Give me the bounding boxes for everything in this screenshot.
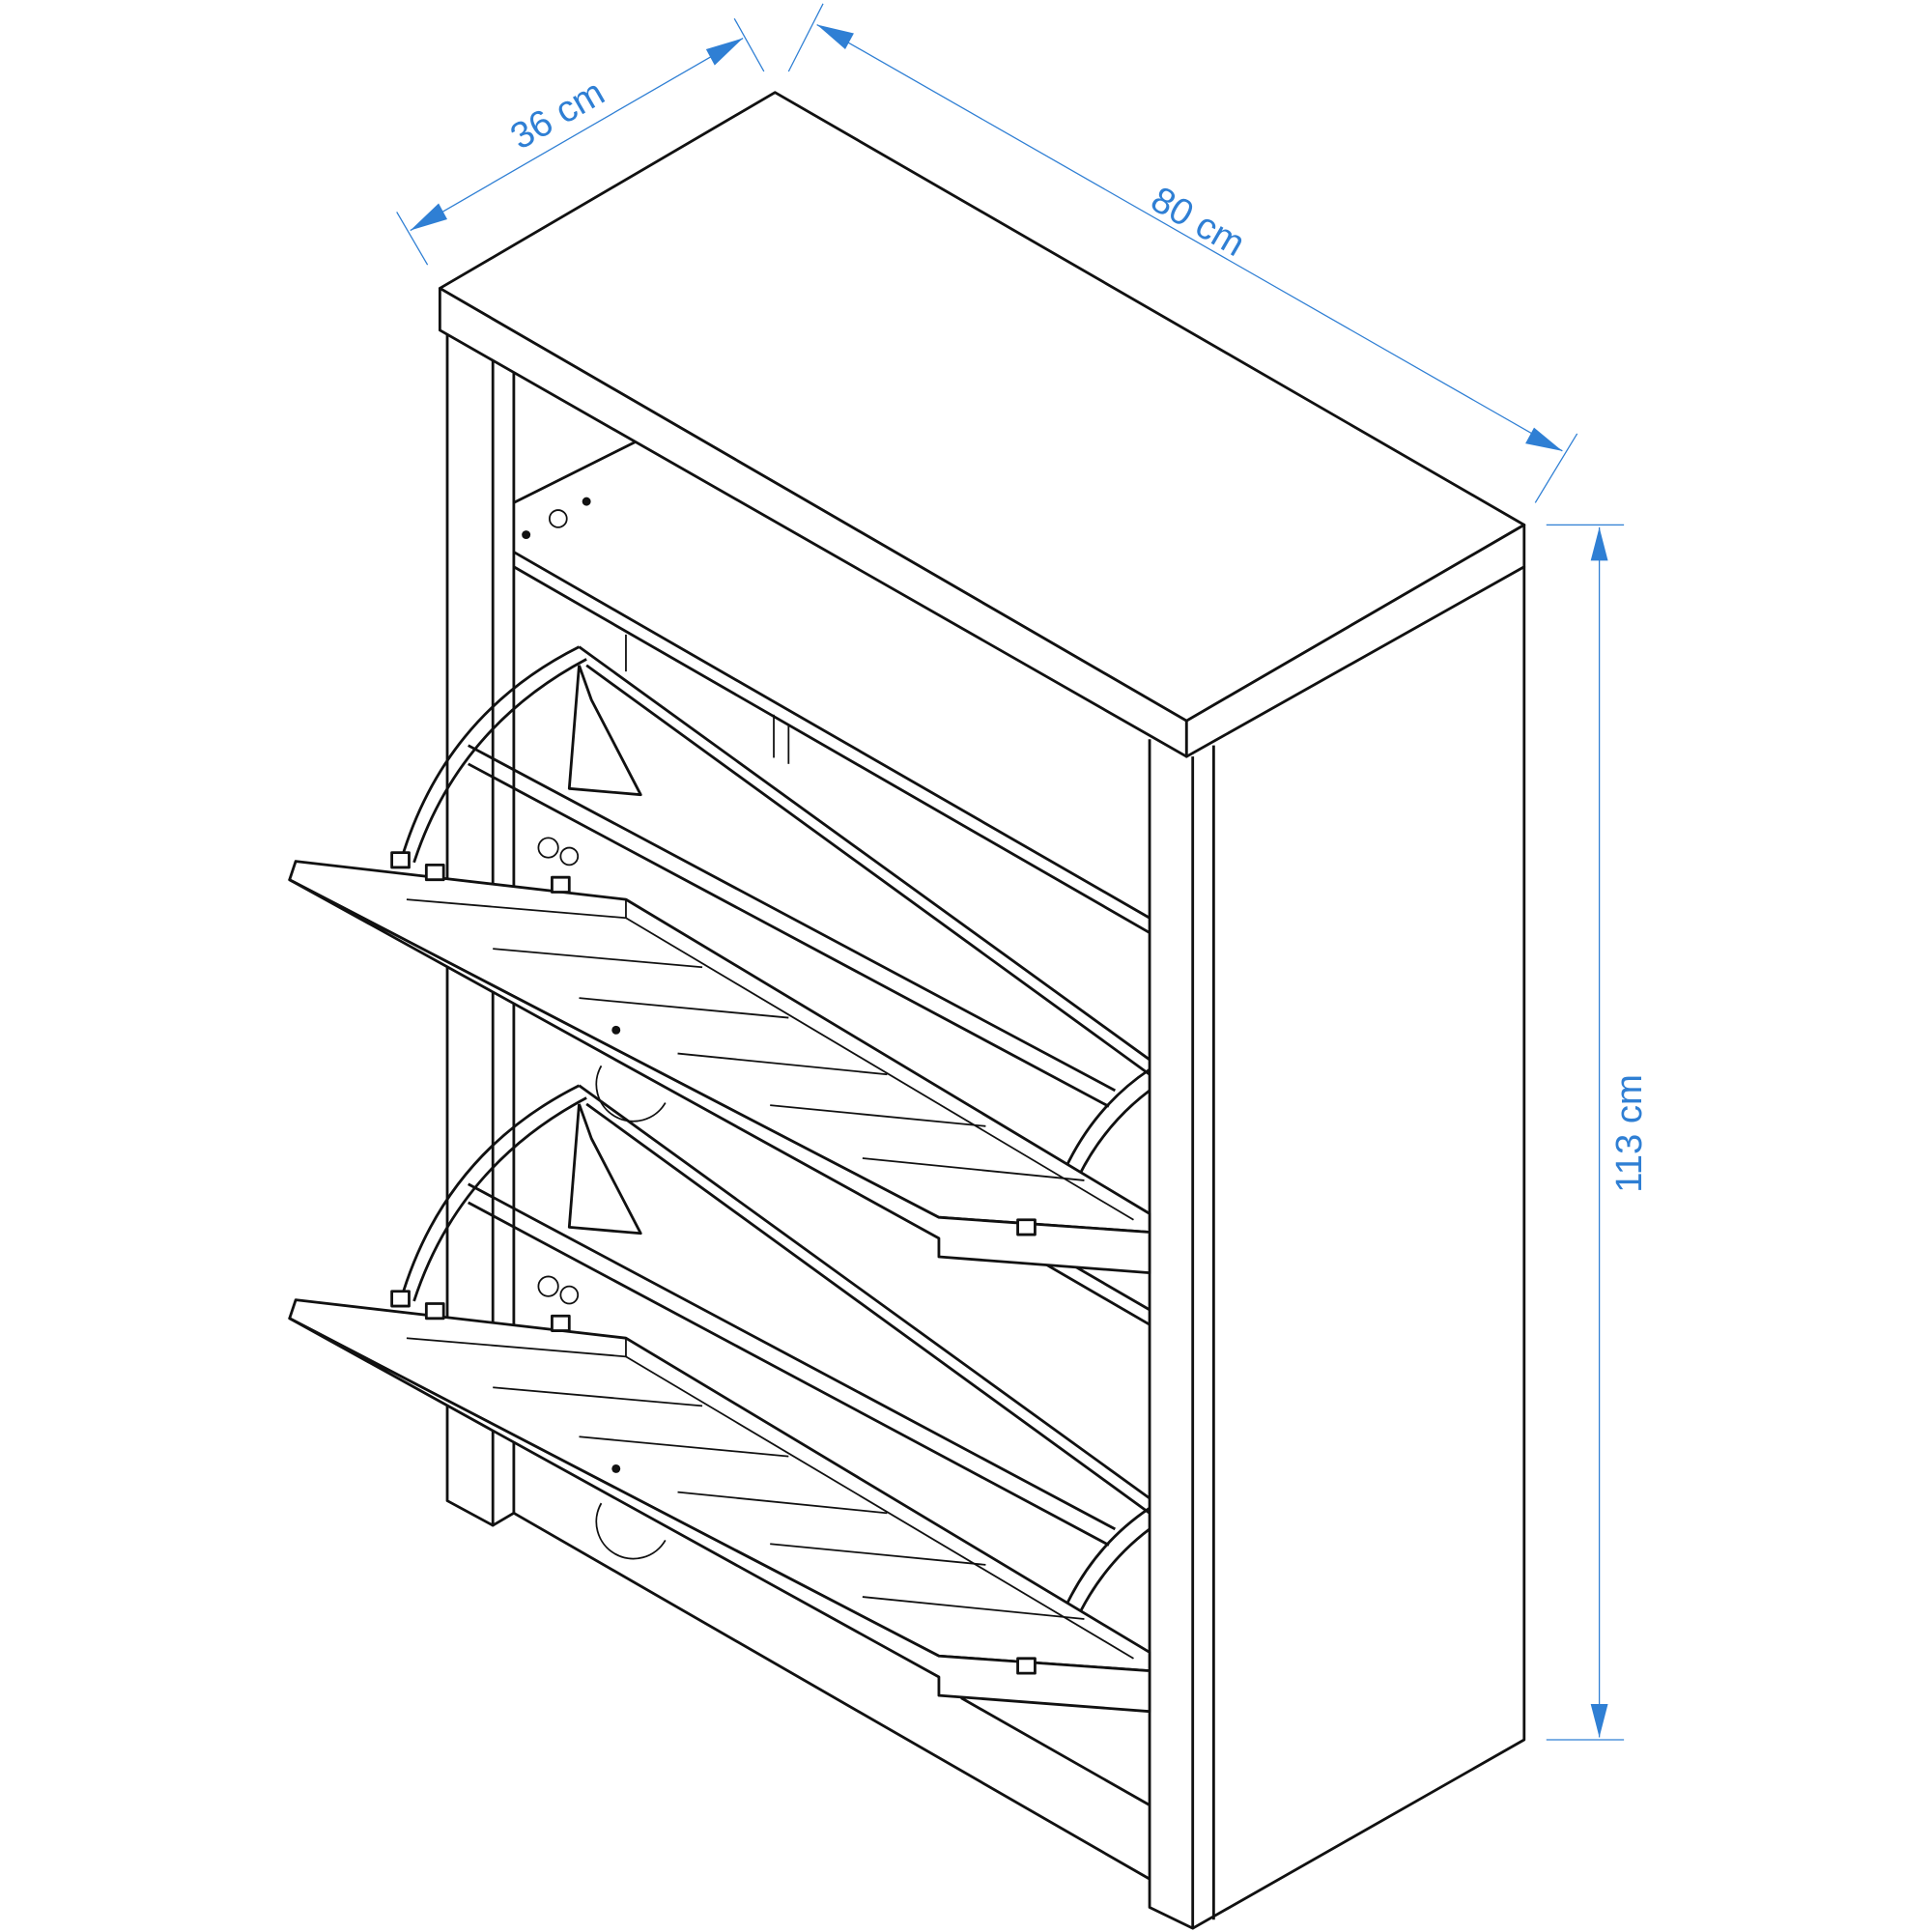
height-dimension: 113 cm	[1546, 524, 1650, 1741]
arrow-icon	[410, 203, 448, 231]
top-slab	[438, 91, 1526, 758]
height-label: 113 cm	[1608, 1074, 1650, 1193]
arrow-icon	[1590, 1704, 1608, 1738]
width-label: 80 cm	[1144, 179, 1252, 265]
arrow-icon	[1525, 427, 1563, 451]
arrow-icon	[705, 38, 744, 66]
arrow-icon	[1590, 526, 1608, 561]
right-side-panel	[1148, 566, 1526, 1930]
arrow-icon	[816, 24, 854, 50]
upper-shoe-flap[interactable]	[288, 645, 1151, 1275]
